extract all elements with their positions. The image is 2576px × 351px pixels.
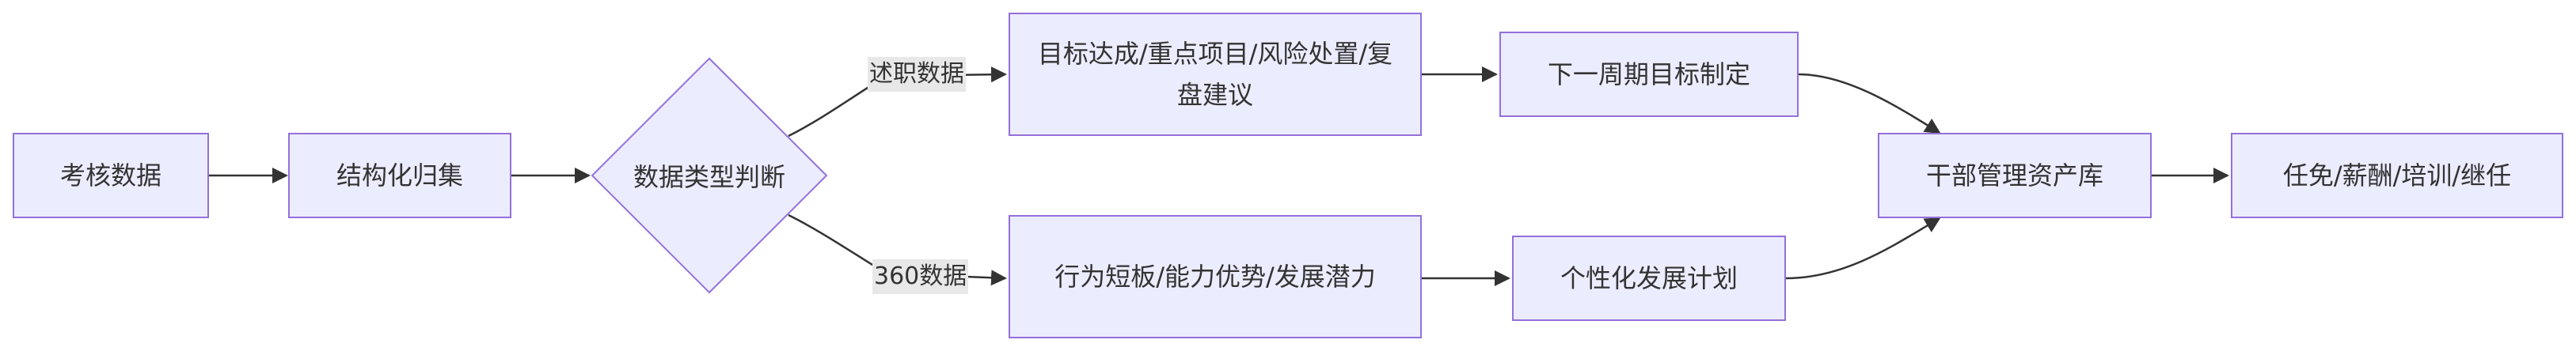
node-behavior-weakness: 行为短板/能力优势/发展潜力 — [1009, 215, 1422, 338]
node-label: 任免/薪酬/培训/继任 — [2282, 160, 2512, 191]
diamond-shape — [591, 57, 828, 294]
node-label: 结构化归集 — [336, 160, 463, 191]
node-label: 数据类型判断 — [633, 162, 785, 192]
node-cadre-asset-library: 干部管理资产库 — [1878, 133, 2152, 218]
node-data-type-judgment: 数据类型判断 — [591, 57, 828, 294]
edge-nextcycle-to-library — [1798, 73, 1941, 134]
edge-label-report-data: 述职数据 — [868, 57, 966, 92]
node-next-cycle-goal: 下一周期目标制定 — [1499, 32, 1799, 117]
node-goal-achievement: 目标达成/重点项目/风险处置/复盘建议 — [1009, 13, 1422, 136]
edge-label-360-data: 360数据 — [872, 259, 969, 294]
edge-devplan-to-library — [1785, 217, 1941, 280]
node-label: 考核数据 — [59, 160, 161, 191]
node-label: 下一周期目标制定 — [1547, 59, 1750, 89]
node-label: 个性化发展计划 — [1560, 263, 1738, 293]
node-label: 行为短板/能力优势/发展潜力 — [1054, 262, 1376, 292]
node-assessment-data: 考核数据 — [13, 133, 209, 218]
node-label: 目标达成/重点项目/风险处置/复盘建议 — [1037, 39, 1393, 110]
node-personal-dev-plan: 个性化发展计划 — [1512, 236, 1786, 321]
node-structured-collection: 结构化归集 — [288, 133, 511, 218]
node-appointment-pay-training: 任免/薪酬/培训/继任 — [2231, 133, 2563, 218]
node-label: 干部管理资产库 — [1925, 160, 2103, 191]
